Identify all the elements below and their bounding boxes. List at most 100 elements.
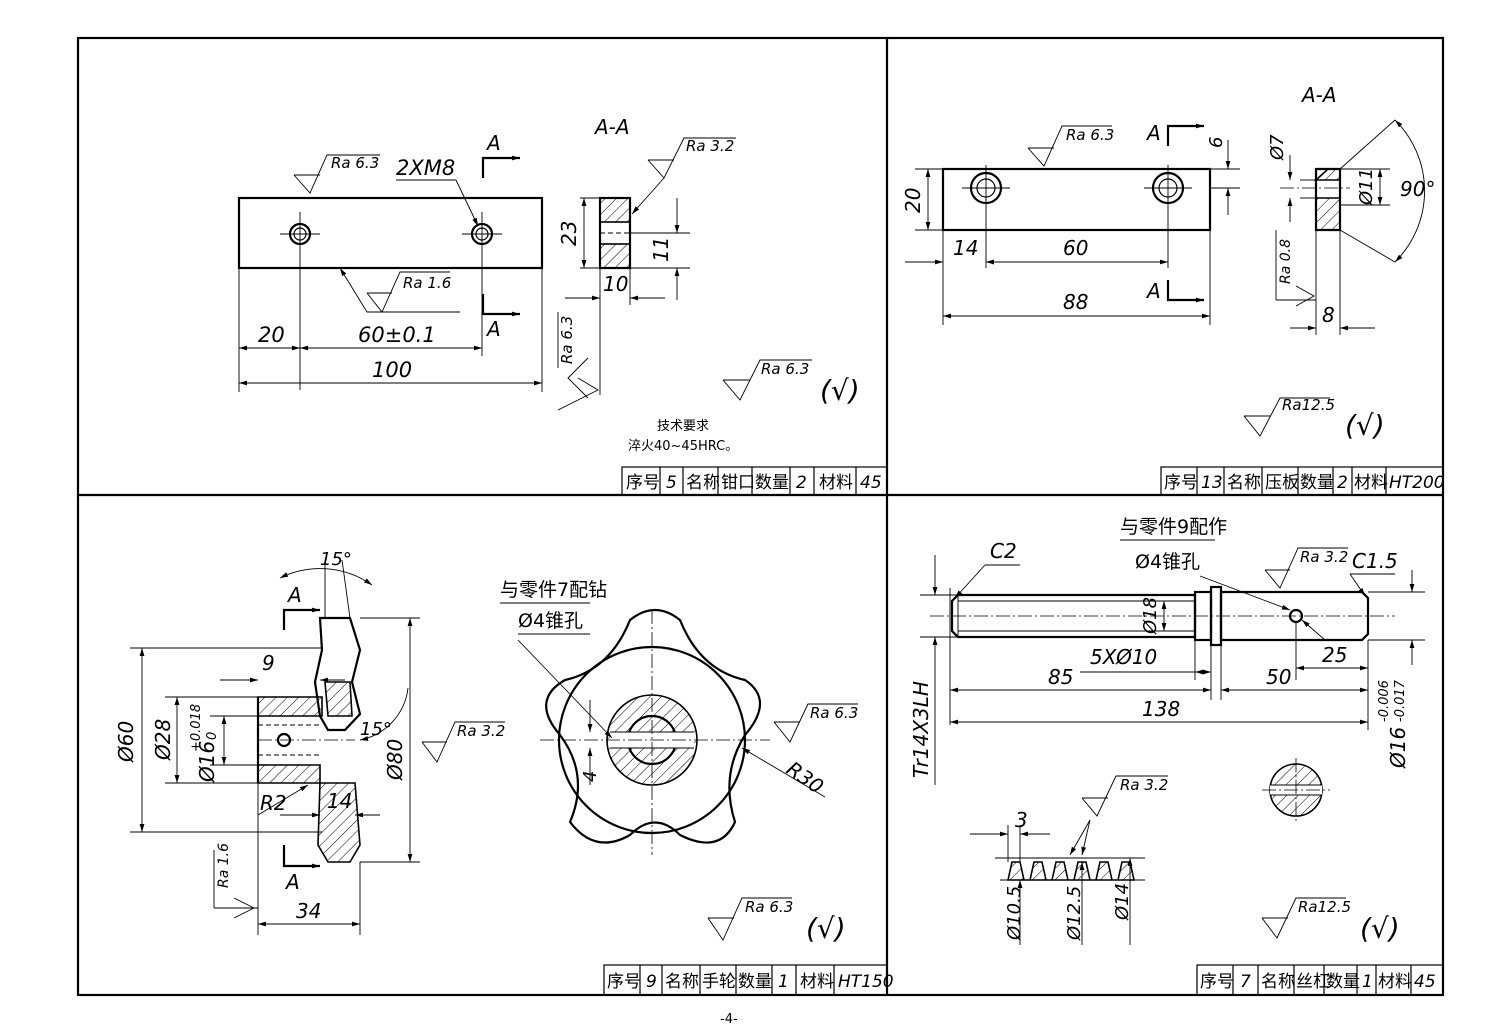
tb-mat: HT150 — [838, 972, 894, 992]
ra-general: Ra 6.3 — [761, 360, 809, 378]
dim-6: 6 — [1206, 137, 1227, 148]
dim-20: 20 — [258, 323, 285, 347]
dim-34: 34 — [296, 899, 321, 923]
section-mark-a-bottom: A — [485, 317, 501, 341]
angle-15-bottom: 15° — [360, 719, 392, 740]
panel-part-13-clamp-plate: 20 14 60 88 6 A A Ra 6.3 — [901, 83, 1445, 496]
dim-5xd10: 5XØ10 — [1090, 645, 1157, 669]
tb-label-name: 名称 — [1261, 972, 1295, 992]
ra-general: Ra 6.3 — [745, 898, 793, 916]
tb-label-mat: 材料 — [1378, 972, 1412, 992]
tech-title: 技术要求 — [657, 419, 709, 434]
dim-d60: Ø60 — [114, 721, 138, 763]
chamfer-c1-5: C1.5 — [1352, 549, 1398, 573]
dim-88: 88 — [1063, 290, 1088, 314]
ra-3-2-thread: Ra 3.2 — [1120, 776, 1168, 794]
thread-label: 2XM8 — [396, 156, 455, 180]
dim-d80: Ø80 — [383, 739, 407, 781]
section-mark-a-bottom: A — [284, 870, 300, 894]
tb-no: 7 — [1240, 972, 1251, 992]
tb-label-name: 名称 — [665, 972, 699, 992]
dim-d12-5: Ø12.5 — [1064, 886, 1085, 941]
dim-14: 14 — [327, 789, 352, 813]
tb-label-qty: 数量 — [1326, 972, 1360, 992]
tb-name: 钳口 — [721, 473, 755, 493]
dim-11: 11 — [649, 237, 673, 262]
ra-6-3: Ra 6.3 — [1066, 126, 1114, 144]
section-mark-a-top: A — [485, 131, 501, 155]
dim-r30: R30 — [782, 756, 828, 798]
ra-0-8: Ra 0.8 — [1278, 239, 1294, 284]
tb-label-no: 序号 — [626, 473, 660, 493]
dim-d7: Ø7 — [1267, 134, 1288, 161]
dim-4: 4 — [580, 771, 601, 782]
panel-part-9-handwheel: Ø60 Ø28 Ø16 +0.018 0 Ø80 9 34 14 — [114, 549, 894, 996]
title-block: 序号 13 名称 压板 数量 2 材料 HT200 — [1160, 466, 1445, 496]
note-with-part-9: 与零件9配作 — [1120, 516, 1227, 538]
ra-3-2: Ra 3.2 — [457, 722, 505, 740]
dim-d11: Ø11 — [1356, 168, 1377, 206]
dim-20: 20 — [901, 188, 925, 213]
ra-3-2: Ra 3.2 — [686, 137, 734, 155]
tb-no: 13 — [1201, 473, 1223, 493]
tb-label-mat: 材料 — [800, 972, 834, 992]
tb-qty: 2 — [1337, 473, 1348, 493]
ra-general: Ra12.5 — [1282, 396, 1335, 414]
tol-lower: -0.017 — [1393, 679, 1408, 722]
section-view: A-A 23 11 10 Ra 3.2 — [557, 115, 736, 411]
tb-no: 9 — [646, 972, 657, 992]
tb-qty: 2 — [796, 473, 807, 493]
note-taper-hole: Ø4锥孔 — [1135, 551, 1200, 573]
front-view: 85 50 138 5XØ10 25 Ø18 Tr14X3LH Ø16 -0.0… — [909, 516, 1425, 785]
thread-detail: 3 Ø10.5 Ø12.5 Ø14 Ra 3.2 — [970, 775, 1168, 945]
tb-mat: HT200 — [1389, 473, 1445, 493]
dim-3: 3 — [1015, 808, 1028, 832]
title-block: 序号 9 名称 手轮 数量 1 材料 HT150 — [603, 964, 894, 996]
section-label: A-A — [593, 115, 630, 139]
dim-60: 60±0.1 — [358, 323, 436, 347]
dim-25: 25 — [1322, 643, 1347, 667]
dim-r2: R2 — [260, 791, 287, 815]
dim-d14: Ø14 — [1112, 883, 1133, 921]
tol-upper: +0.018 — [189, 704, 204, 752]
ra-6-3-top: Ra 6.3 — [331, 154, 379, 172]
tb-mat: 45 — [1414, 972, 1436, 992]
check-symbol: (√) — [806, 912, 846, 945]
angle-90: 90° — [1400, 177, 1435, 201]
tb-label-qty: 数量 — [1300, 473, 1334, 493]
tb-label-no: 序号 — [1164, 473, 1198, 493]
dim-thread: Tr14X3LH — [909, 681, 933, 778]
check-symbol: (√) — [820, 374, 860, 407]
ra-1-6: Ra 1.6 — [403, 274, 451, 292]
dim-60: 60 — [1063, 236, 1088, 260]
tb-name: 手轮 — [702, 972, 736, 992]
dim-100: 100 — [372, 358, 412, 382]
dim-d18: Ø18 — [1140, 597, 1161, 635]
dim-14: 14 — [953, 236, 978, 260]
tb-label-name: 名称 — [686, 473, 720, 493]
tb-label-mat: 材料 — [1354, 473, 1388, 493]
dim-23: 23 — [557, 221, 581, 246]
section-view: A-A 90° Ø7 Ø11 8 Ra 0.8 — [1267, 83, 1435, 335]
top-view: 4 与零件7配钻 Ø4锥孔 R30 Ra 6.3 — [500, 579, 858, 855]
section-mark-a-bottom: A — [1145, 279, 1161, 303]
ra-1-6: Ra 1.6 — [216, 843, 232, 888]
title-block: 序号 7 名称 丝杠 数量 1 材料 45 — [1196, 964, 1444, 996]
dim-d16: Ø16 — [195, 741, 219, 783]
cross-section — [1262, 758, 1330, 822]
page-number: -4- — [720, 1012, 738, 1027]
check-symbol: (√) — [1360, 912, 1400, 945]
tol-lower: 0 — [205, 732, 220, 740]
dim-d28: Ø28 — [151, 719, 175, 761]
section-view: Ø60 Ø28 Ø16 +0.018 0 Ø80 9 34 14 — [114, 549, 505, 935]
ra-general: Ra12.5 — [1298, 898, 1351, 916]
tb-mat: 45 — [860, 473, 882, 493]
ra-6-3: Ra 6.3 — [810, 704, 858, 722]
angle-15-top: 15° — [320, 549, 352, 570]
section-label: A-A — [1300, 83, 1337, 107]
tb-label-qty: 数量 — [738, 972, 772, 992]
tb-label-mat: 材料 — [819, 473, 853, 493]
tb-label-no: 序号 — [607, 972, 641, 992]
tb-label-name: 名称 — [1227, 473, 1261, 493]
